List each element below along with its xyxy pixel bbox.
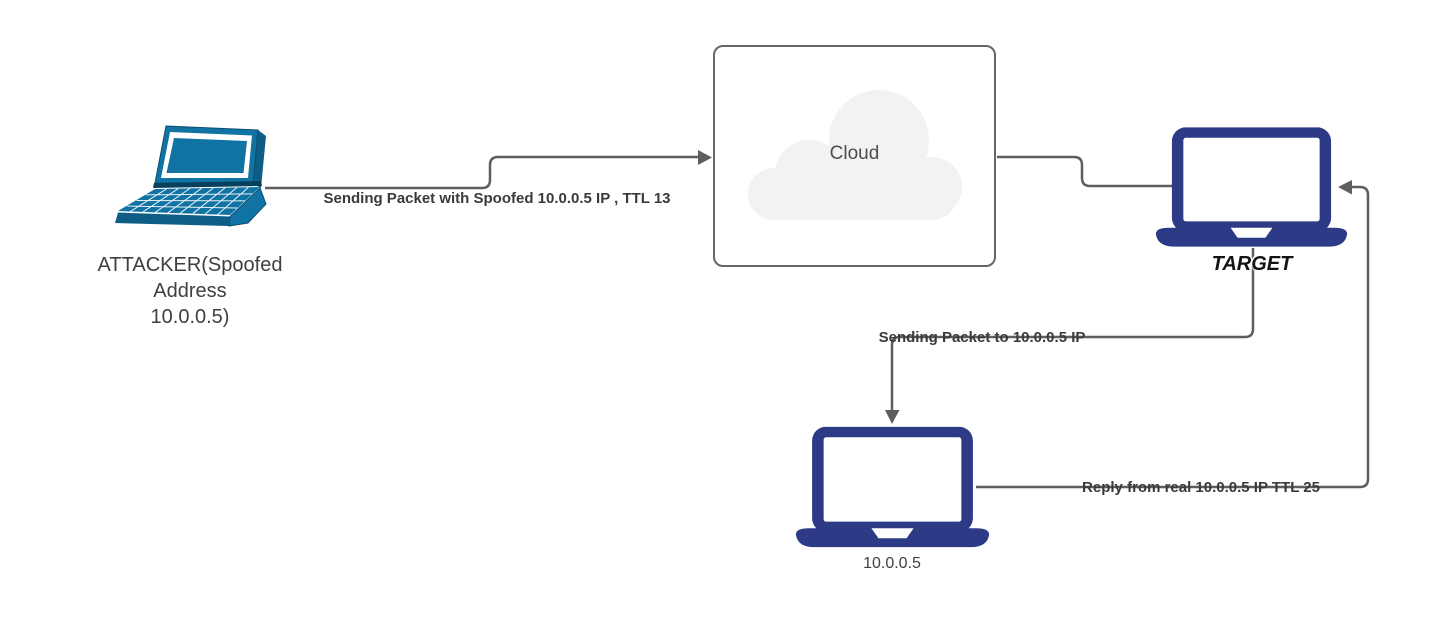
edge-attacker-to-cloud-line <box>265 155 699 190</box>
real-host-label: 10.0.0.5 <box>863 555 921 572</box>
attacker-label-line2: Address <box>153 280 227 302</box>
arrowhead-into-cloud <box>698 150 712 165</box>
attacker-label: ATTACKER(Spoofed Address 10.0.0.5) <box>98 252 283 330</box>
cloud-icon <box>748 90 962 220</box>
target-label: TARGET <box>1211 253 1293 275</box>
cloud-box: Cloud <box>713 45 996 267</box>
edge-label-spoofed-packet: Sending Packet with Spoofed 10.0.0.5 IP … <box>323 190 671 207</box>
edge-label-send-to-real: Sending Packet to 10.0.0.5 IP <box>878 329 1086 346</box>
attacker-laptop-icon <box>110 122 268 235</box>
attacker-label-line1: ATTACKER(Spoofed <box>97 254 283 276</box>
attacker-label-line3: 10.0.0.5) <box>150 306 230 328</box>
edge-cloud-to-target-line <box>997 155 1174 188</box>
target-laptop-icon <box>1155 127 1348 252</box>
cloud-label: Cloud <box>829 143 880 164</box>
arrowhead-into-realhost <box>885 410 900 424</box>
real-host-laptop-icon <box>795 426 990 553</box>
edge-label-reply: Reply from real 10.0.0.5 IP TTL 25 <box>1082 479 1320 496</box>
